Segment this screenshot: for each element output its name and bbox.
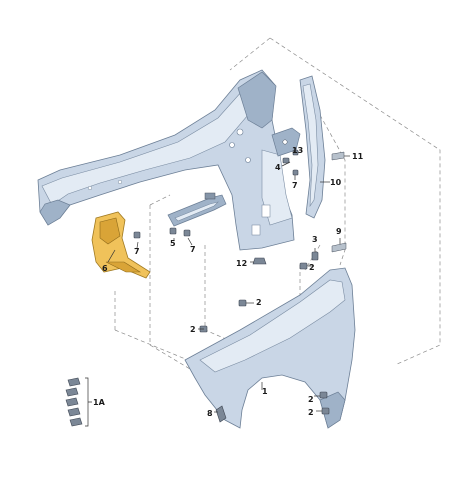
part-label-4: 4: [275, 163, 281, 172]
seal-strip-part-10: [299, 75, 326, 219]
part-label-2-b: 2: [190, 325, 196, 334]
front-fender-part-1: [184, 267, 356, 429]
clip-set-brace: [85, 377, 92, 427]
body-structure-frame: [37, 69, 295, 251]
part-label-8: 8: [207, 409, 213, 418]
part-label-13: 13: [292, 146, 303, 155]
part-label-7-c: 7: [292, 181, 298, 190]
part-label-2-e: 2: [309, 263, 315, 272]
part-label-2-c: 2: [308, 395, 314, 404]
part-label-9: 9: [336, 227, 342, 236]
part-label-1a: 1A: [93, 398, 106, 407]
part-label-12: 12: [236, 259, 247, 268]
part-label-5: 5: [170, 239, 176, 248]
part-label-3: 3: [312, 235, 318, 244]
leader-lines: [107, 147, 350, 413]
bracket-part-6: [91, 211, 151, 279]
part-label-1: 1: [262, 387, 268, 396]
upper-bracket: [271, 127, 301, 157]
support-rail-part-5: [167, 192, 227, 227]
part-label-2-d: 2: [308, 408, 314, 417]
part-label-11: 11: [352, 152, 364, 161]
part-number-labels: 1 1A 2 2 2 2 2 3 4 5 6 7 7 7 8 9 10 11 1…: [93, 146, 364, 418]
part-label-6: 6: [102, 264, 108, 273]
part-label-10: 10: [330, 178, 342, 187]
part-label-2-a: 2: [256, 298, 262, 307]
part-label-7-a: 7: [134, 247, 140, 256]
part-label-7-b: 7: [190, 245, 196, 254]
